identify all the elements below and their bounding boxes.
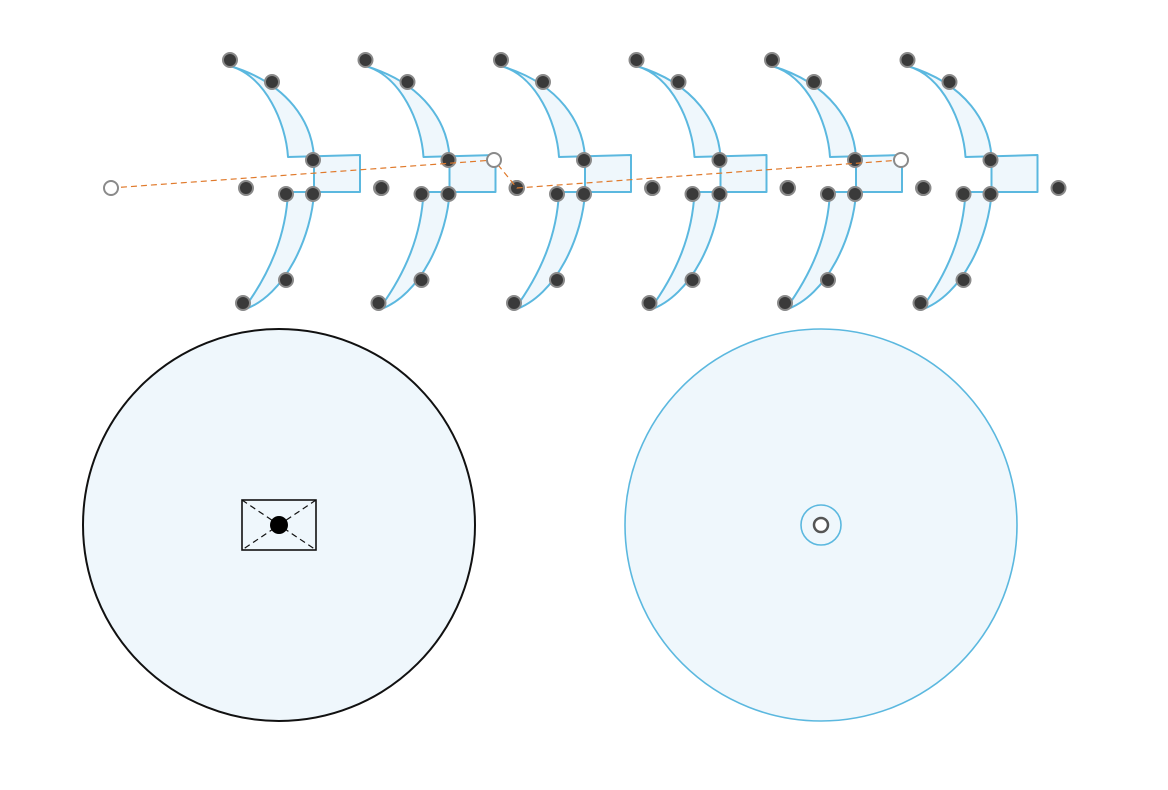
vertex-handle[interactable] [628,52,645,68]
vertex-handle[interactable] [684,186,701,202]
guide-endpoint-handle[interactable] [103,180,119,196]
vertex-handle[interactable] [982,186,999,202]
vertex-handle[interactable] [535,74,551,90]
vertex-handle[interactable] [684,272,701,288]
vertex-handle[interactable] [305,152,321,168]
crescent-shape[interactable] [357,52,525,311]
crescent-shape[interactable] [899,52,1067,311]
vertex-handle[interactable] [847,152,863,168]
vertex-handle[interactable] [373,180,390,196]
crescent-shape[interactable] [764,52,931,311]
vertex-handle[interactable] [915,180,932,196]
vertex-handle[interactable] [493,52,509,68]
vertex-handle[interactable] [777,295,793,311]
envelope-icon [241,499,317,551]
vertex-handle[interactable] [644,180,661,196]
vertex-handle[interactable] [264,74,280,90]
vertex-handle[interactable] [982,152,999,168]
vertex-handle[interactable] [413,272,430,288]
blue-outline-circle-group[interactable] [624,328,1018,722]
vertex-handle[interactable] [955,272,972,288]
vertex-handle[interactable] [806,74,822,90]
vertex-handle[interactable] [820,186,836,202]
vertex-handle[interactable] [413,186,430,202]
vertex-handle[interactable] [711,186,728,202]
vertex-handle[interactable] [820,272,836,288]
crescent-shape[interactable] [628,52,796,311]
vertex-handle[interactable] [780,180,796,196]
vertex-handle[interactable] [440,152,457,168]
vertex-handle[interactable] [576,152,592,168]
guide-endpoint-handle[interactable] [893,152,909,168]
vertex-handle[interactable] [440,186,457,202]
vertex-handle[interactable] [641,295,658,311]
vertex-handle[interactable] [506,295,522,311]
vertex-handle[interactable] [576,186,592,202]
vertex-handle[interactable] [222,52,238,68]
vertex-handle[interactable] [357,52,374,68]
crescent-shape[interactable] [493,52,660,311]
vertex-handle[interactable] [764,52,780,68]
vertex-handle[interactable] [278,186,294,202]
guide-midpoint-handle[interactable] [486,152,502,168]
vertex-handle[interactable] [711,152,728,168]
vertex-handle[interactable] [305,186,321,202]
guide-line[interactable] [110,159,902,189]
ring-handle-icon[interactable] [800,504,842,546]
vertex-handle[interactable] [399,74,416,90]
vertex-handle[interactable] [899,52,916,68]
crescent-shape[interactable] [222,52,389,311]
black-outline-circle-group[interactable] [82,328,476,722]
vertex-handle[interactable] [912,295,929,311]
guide-path[interactable] [103,152,909,196]
vertex-handle[interactable] [847,186,863,202]
vertex-handle[interactable] [370,295,387,311]
vertex-handle[interactable] [549,272,565,288]
crescent-shapes [222,52,1067,311]
vertex-handle[interactable] [238,180,254,196]
vertex-handle[interactable] [549,186,565,202]
vertex-handle[interactable] [1050,180,1067,196]
vertex-handle[interactable] [941,74,958,90]
vertex-handle[interactable] [278,272,294,288]
vertex-handle[interactable] [235,295,251,311]
vertex-handle[interactable] [670,74,687,90]
vertex-handle[interactable] [955,186,972,202]
